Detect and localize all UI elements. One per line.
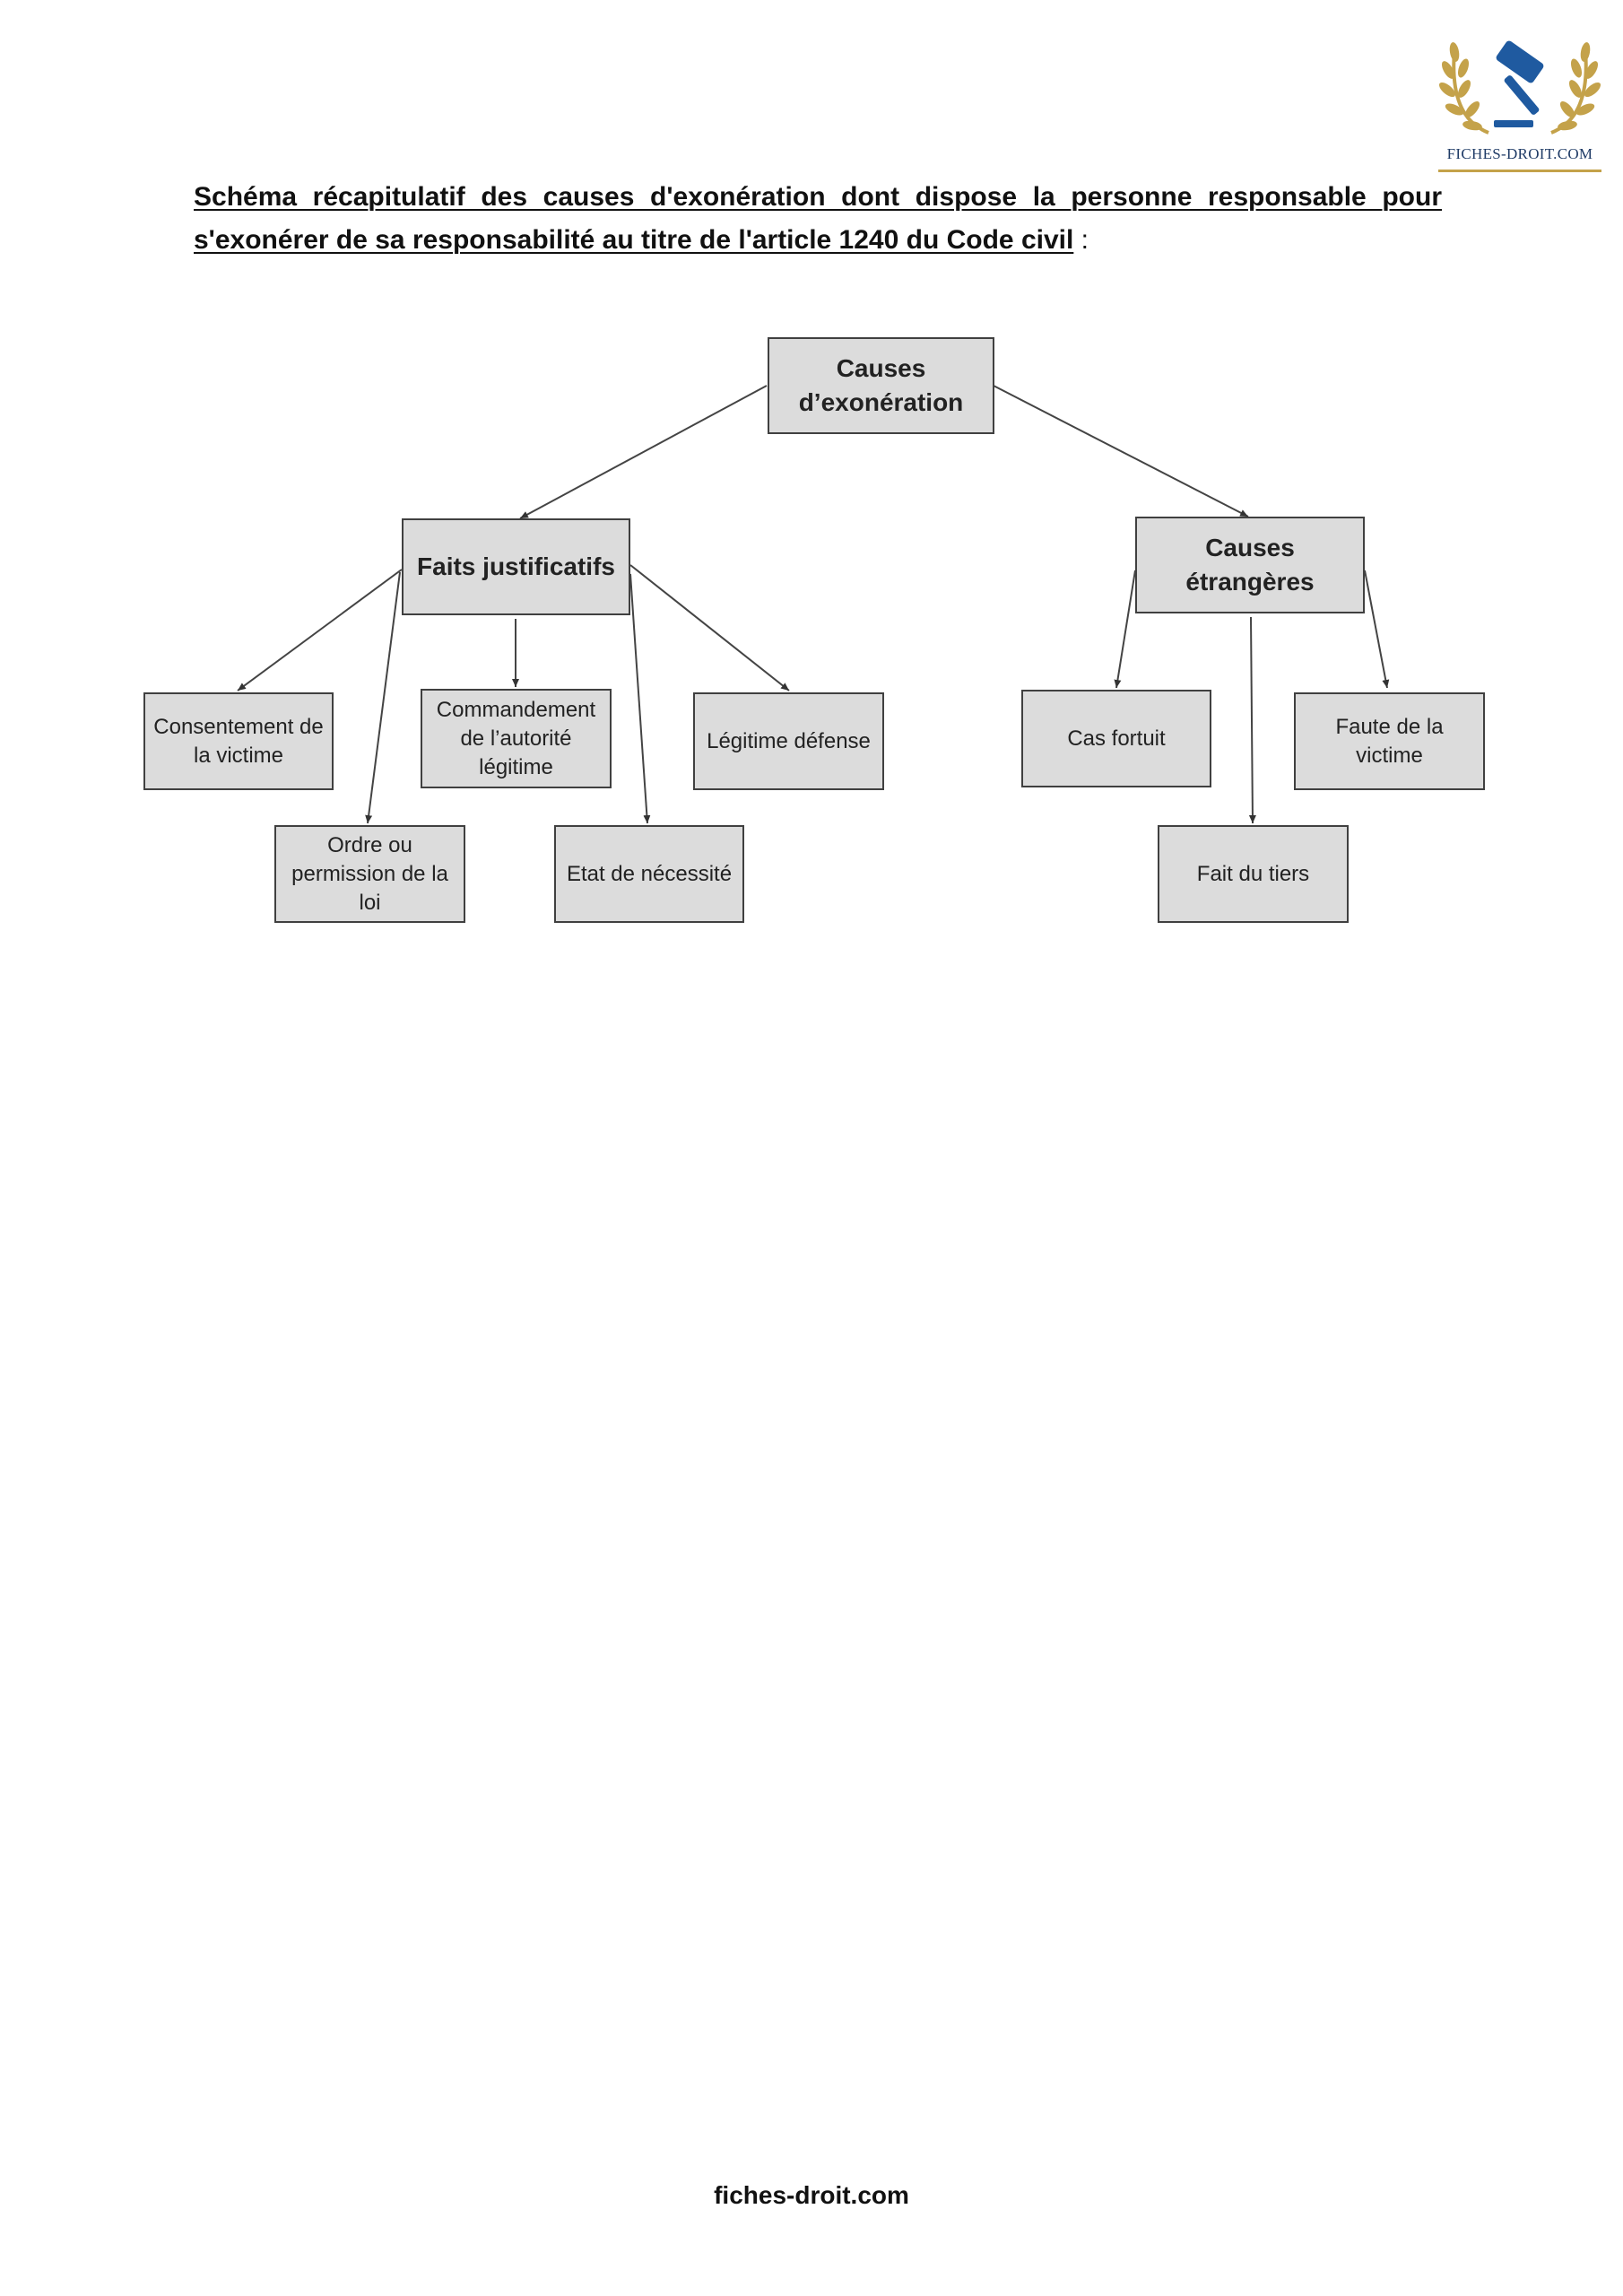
edge-causes-faute <box>1364 570 1390 689</box>
edge-root-faits <box>519 385 768 519</box>
page-title-colon: : <box>1073 225 1089 255</box>
node-legitime-defense: Légitime défense <box>693 692 884 790</box>
edge-root-causes <box>993 385 1249 517</box>
node-cas-fortuit: Cas fortuit <box>1021 690 1211 787</box>
footer-site-name: fiches-droit.com <box>714 2181 909 2209</box>
logo-wordmark: FICHES-DROIT.COM <box>1446 145 1593 162</box>
node-consentement-victime: Consentement de la victime <box>143 692 334 790</box>
gavel-laurel-icon <box>1438 40 1601 135</box>
page-title: Schéma récapitulatif des causes d'exonér… <box>194 176 1442 262</box>
diagram-connectors <box>237 385 1390 824</box>
node-ordre-permission-loi: Ordre ou permission de la loi <box>274 825 465 923</box>
exoneration-diagram: Causes d’exonération Faits justificatifs… <box>0 0 1623 987</box>
site-logo: FICHES-DROIT.COM <box>1435 32 1605 180</box>
edge-faits-ordre <box>365 571 401 824</box>
edge-faits-legitime <box>629 564 790 691</box>
node-causes-etrangeres: Causes étrangères <box>1135 517 1365 613</box>
edge-causes-tiers <box>1248 616 1256 824</box>
node-etat-necessite: Etat de nécessité <box>554 825 744 923</box>
edge-faits-consentement <box>237 569 403 691</box>
node-causes-exoneration: Causes d’exonération <box>768 337 994 434</box>
page-title-text: Schéma récapitulatif des causes d'exonér… <box>194 182 1442 255</box>
edge-causes-fortuit <box>1114 570 1136 689</box>
logo-underline <box>1438 170 1601 172</box>
node-commandement-autorite: Commandement de l’autorité légitime <box>421 689 612 788</box>
node-fait-tiers: Fait du tiers <box>1158 825 1349 923</box>
node-faute-victime: Faute de la victime <box>1294 692 1485 790</box>
edge-faits-etat <box>629 573 651 824</box>
node-faits-justificatifs: Faits justificatifs <box>402 518 630 615</box>
